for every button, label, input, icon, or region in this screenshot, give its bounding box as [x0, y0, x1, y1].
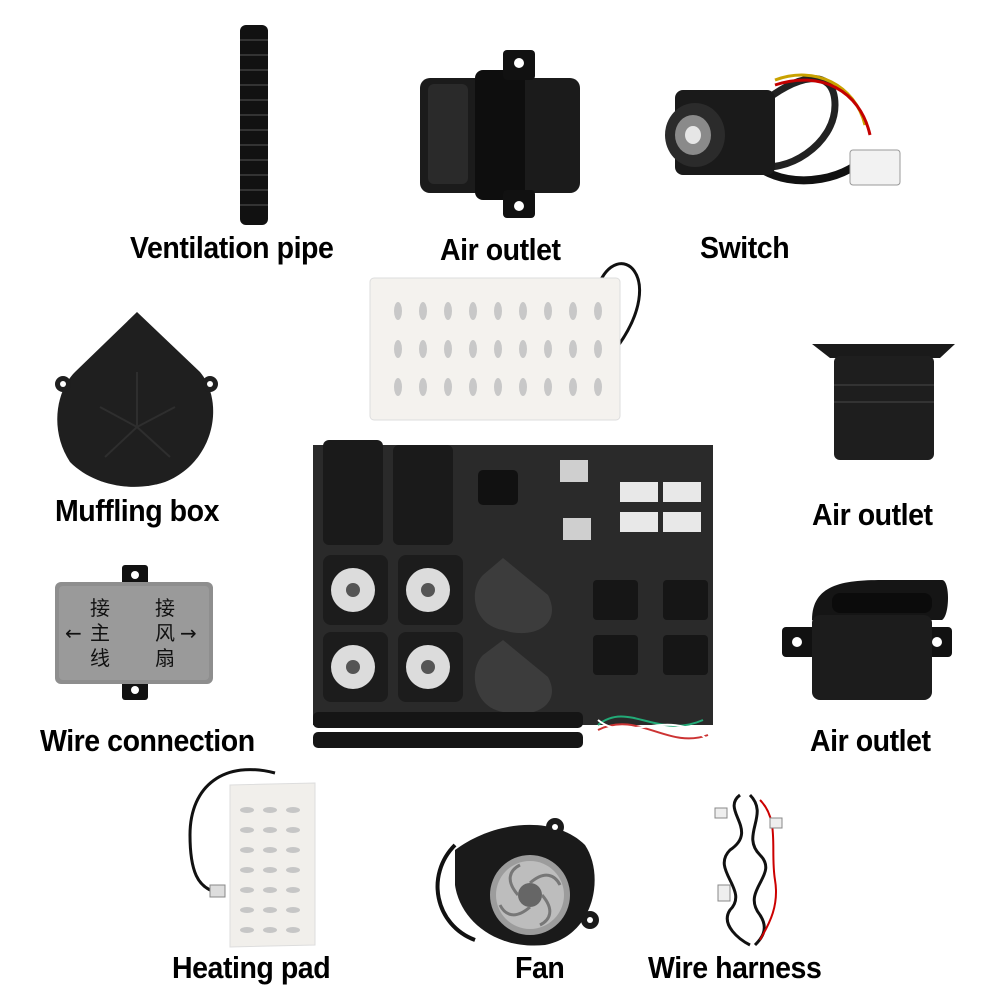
wire-connection-image: 接 主 线 接 风 扇 ← →	[55, 565, 213, 700]
switch-image	[665, 73, 901, 186]
wire-harness-label: Wire harness	[648, 950, 822, 985]
wire-connection-cn-left-top: 接	[90, 596, 110, 620]
air-outlet-right-2-image	[782, 580, 952, 700]
arrow-left-icon: ←	[65, 621, 82, 645]
wire-connection-label: Wire connection	[40, 723, 255, 758]
switch-label: Switch	[700, 230, 790, 265]
air-outlet-right-1-label: Air outlet	[812, 497, 933, 532]
air-outlet-right-1-image	[812, 344, 955, 460]
ventilation-pipe-label: Ventilation pipe	[130, 230, 334, 265]
fan-label: Fan	[515, 950, 565, 985]
wire-connection-cn-right-bottom: 扇	[155, 646, 175, 670]
air-outlet-top-label: Air outlet	[440, 232, 561, 267]
muffling-box-image	[55, 312, 218, 487]
wire-connection-cn-right-top: 接	[155, 596, 175, 620]
wire-connection-cn-right-mid: 风	[155, 621, 175, 645]
arrow-right-icon: →	[180, 621, 197, 645]
air-outlet-right-2-label: Air outlet	[810, 723, 931, 758]
wire-connection-cn-left-mid: 主	[90, 621, 110, 645]
air-outlet-top-image	[420, 50, 580, 218]
kit-board-image	[313, 440, 713, 748]
ventilation-pipe-image	[240, 25, 268, 225]
heating-pad-small-image	[188, 768, 316, 948]
fan-image	[435, 818, 599, 946]
wire-harness-image	[714, 793, 783, 947]
muffling-box-label: Muffling box	[55, 493, 219, 528]
heating-pad-large-image	[369, 262, 641, 421]
wire-connection-cn-left-bottom: 线	[90, 646, 110, 670]
heating-pad-label: Heating pad	[172, 950, 331, 985]
